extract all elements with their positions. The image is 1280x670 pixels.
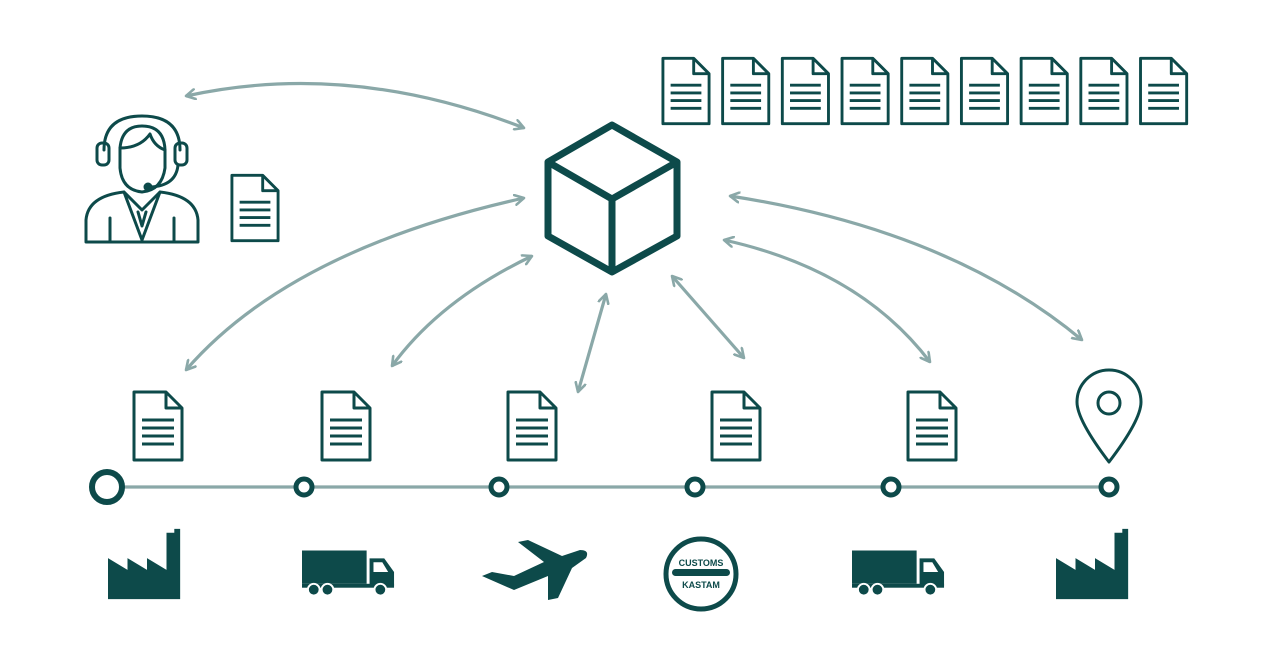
document-icon [900,56,950,126]
customs-top-text: CUSTOMS [679,558,724,568]
document-icon [780,56,830,126]
document-icon [1019,56,1069,126]
document-icon [959,56,1010,126]
customer-agent-headset-icon [84,114,200,244]
customs-bottom-text: KASTAM [682,580,720,590]
timeline-node [488,476,510,498]
connection-arrows [186,81,1082,392]
airplane-icon [482,540,588,600]
customs-stamp-icon: CUSTOMS KASTAM [663,536,739,612]
arrow-hub-truck1 [392,256,532,366]
arrow-hub-origin [186,198,524,370]
document-icon [710,390,762,462]
document-icon [1139,56,1189,126]
cube-icon [544,121,681,276]
timeline-start-node [89,469,125,505]
arrow-hub-air [578,294,606,392]
document-icon [906,390,958,462]
timeline-node [1098,476,1120,498]
arrow-agent-hub [186,81,524,128]
arrow-hub-customs [672,276,744,358]
timeline-nodes [89,469,1120,505]
document-icon [1079,56,1129,126]
arrow-hub-destination [730,196,1082,340]
truck-icon [852,550,946,597]
truck-icon [302,550,396,597]
location-pin-icon [1075,368,1143,464]
document-icon [661,56,711,126]
document-icon [230,173,280,243]
timeline-node [684,476,706,498]
document-icon [320,390,372,462]
document-icon [840,56,890,126]
stage-documents [132,390,958,462]
document-icon [132,390,184,462]
arrow-hub-truck2 [724,240,930,362]
document-icon [721,56,771,126]
document-stack [661,56,1189,126]
factory-icon [1056,528,1129,600]
timeline-node [880,476,902,498]
factory-icon [108,528,181,600]
document-icon [506,390,558,462]
timeline-node [293,476,315,498]
